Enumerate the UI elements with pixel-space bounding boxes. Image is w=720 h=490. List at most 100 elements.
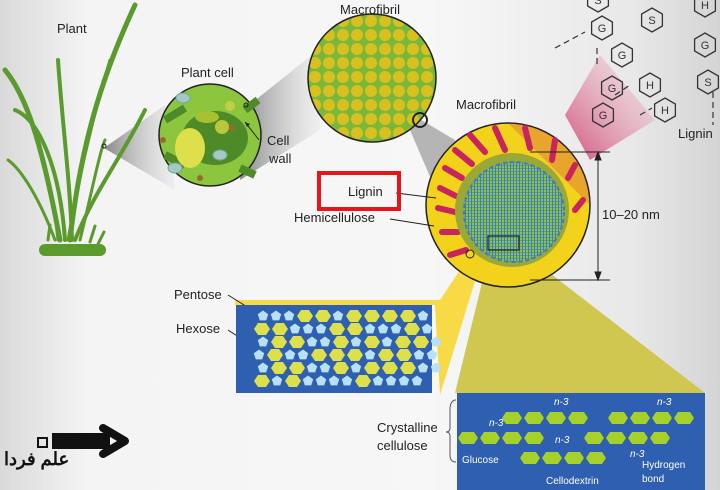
pentose-unit: [341, 375, 353, 386]
pentose-unit: [430, 336, 442, 347]
label-cellulose: cellulose: [377, 438, 428, 453]
hexose-unit: [458, 432, 478, 444]
label-lignin-callout: Lignin: [348, 184, 383, 199]
hexose-unit: [630, 412, 650, 424]
hexose-unit: [347, 323, 363, 335]
pentose-unit: [350, 336, 362, 347]
hexose-unit: [524, 432, 544, 444]
pentose-unit: [364, 323, 376, 334]
label-macrofibril-right: Macrofibril: [456, 97, 516, 112]
hexose-unit: [413, 336, 429, 348]
lignin-ring: [638, 72, 662, 98]
pentose-unit: [430, 362, 442, 373]
hexose-unit: [289, 362, 305, 374]
lignin-unit-label: S: [704, 77, 711, 89]
label-size-range: 10–20 nm: [602, 207, 660, 222]
lignin-ring: [653, 97, 677, 123]
dimension-indicator: [530, 150, 610, 282]
pentose-unit: [411, 375, 423, 386]
hexose-unit: [289, 336, 305, 348]
label-n3-d: n-3: [657, 397, 672, 408]
lignin-unit-label: H: [646, 80, 654, 92]
pentose-unit: [302, 375, 314, 386]
lignin-unit-label: G: [599, 110, 608, 122]
pentose-unit: [289, 323, 301, 334]
pentose-unit: [315, 375, 327, 386]
plant-illustration: [2, 2, 147, 256]
pentose-unit: [319, 336, 331, 347]
label-hexose: Hexose: [176, 321, 221, 336]
lignin-bonds: [554, 31, 714, 125]
hexose-unit: [396, 349, 412, 361]
hexose-unit: [502, 412, 522, 424]
hexose-unit: [628, 432, 648, 444]
pentose-unit: [417, 310, 429, 321]
pentose-unit: [350, 362, 362, 373]
pentose-unit: [306, 336, 318, 347]
hexose-unit: [364, 310, 380, 322]
lignin-unit-label: H: [661, 105, 669, 117]
label-n3-c: n-3: [555, 435, 570, 446]
pentose-unit: [284, 349, 296, 360]
hexose-unit: [329, 323, 345, 335]
label-plant: Plant: [57, 21, 87, 36]
pentose-unit: [253, 349, 265, 360]
hexose-unit: [404, 323, 420, 335]
hexose-unit: [382, 362, 398, 374]
right-arrow-icon: [37, 424, 129, 458]
hexose-unit: [650, 432, 670, 444]
hexose-unit: [400, 310, 416, 322]
hexose-unit: [272, 323, 288, 335]
hexose-unit: [542, 452, 562, 464]
macrofibril-cross-section: [307, 13, 437, 143]
hexose-unit: [297, 310, 313, 322]
lignin-ring: [640, 7, 664, 33]
pentose-unit: [417, 362, 429, 373]
hexose-unit: [271, 362, 287, 374]
pentose-unit: [398, 375, 410, 386]
hexose-unit: [606, 432, 626, 444]
label-n3-b: n-3: [554, 397, 569, 408]
pentose-unit: [271, 375, 283, 386]
lignin-ring: [586, 0, 610, 13]
label-pentose: Pentose: [174, 287, 222, 302]
hexose-unit: [333, 362, 349, 374]
label-n3-e: n-3: [630, 449, 645, 460]
plant-cell: [158, 83, 262, 187]
hexose-unit: [364, 362, 380, 374]
lignin-ring: [696, 69, 720, 95]
label-lignin-structure: Lignin: [678, 126, 713, 141]
lignin-ring: [693, 32, 717, 58]
label-cellodextrin: Cellodextrin: [546, 476, 599, 487]
hexose-unit: [285, 375, 301, 387]
hexose-unit: [652, 412, 672, 424]
hexose-unit: [674, 412, 694, 424]
lignin-unit-label: S: [594, 0, 601, 7]
watermark-logo: علم فردا: [4, 449, 70, 469]
hemicellulose-chains: [253, 310, 442, 387]
hexose-unit: [502, 432, 522, 444]
crystalline-bracket: [445, 399, 457, 463]
pentose-unit: [306, 362, 318, 373]
pentose-unit: [302, 323, 314, 334]
pentose-unit: [377, 323, 389, 334]
lignin-unit-label: S: [648, 15, 655, 27]
pentose-unit: [385, 375, 397, 386]
pentose-unit: [332, 310, 344, 321]
hexose-unit: [480, 432, 500, 444]
lignin-unit-label: G: [618, 50, 627, 62]
lignin-unit-label: H: [701, 0, 709, 12]
label-plant-cell: Plant cell: [181, 65, 234, 80]
hexose-unit: [586, 452, 606, 464]
pentose-unit: [257, 336, 269, 347]
pentose-unit: [390, 323, 402, 334]
hexose-unit: [315, 310, 331, 322]
cellulose-chains: [458, 412, 694, 464]
hexose-unit: [378, 349, 394, 361]
lignin-highlight-box: [317, 171, 401, 211]
hexose-unit: [267, 349, 283, 361]
hexose-unit: [364, 336, 380, 348]
zoom-cone-plant: [104, 105, 175, 190]
lignin-unit-label: G: [598, 23, 607, 35]
label-bond: bond: [642, 474, 665, 485]
